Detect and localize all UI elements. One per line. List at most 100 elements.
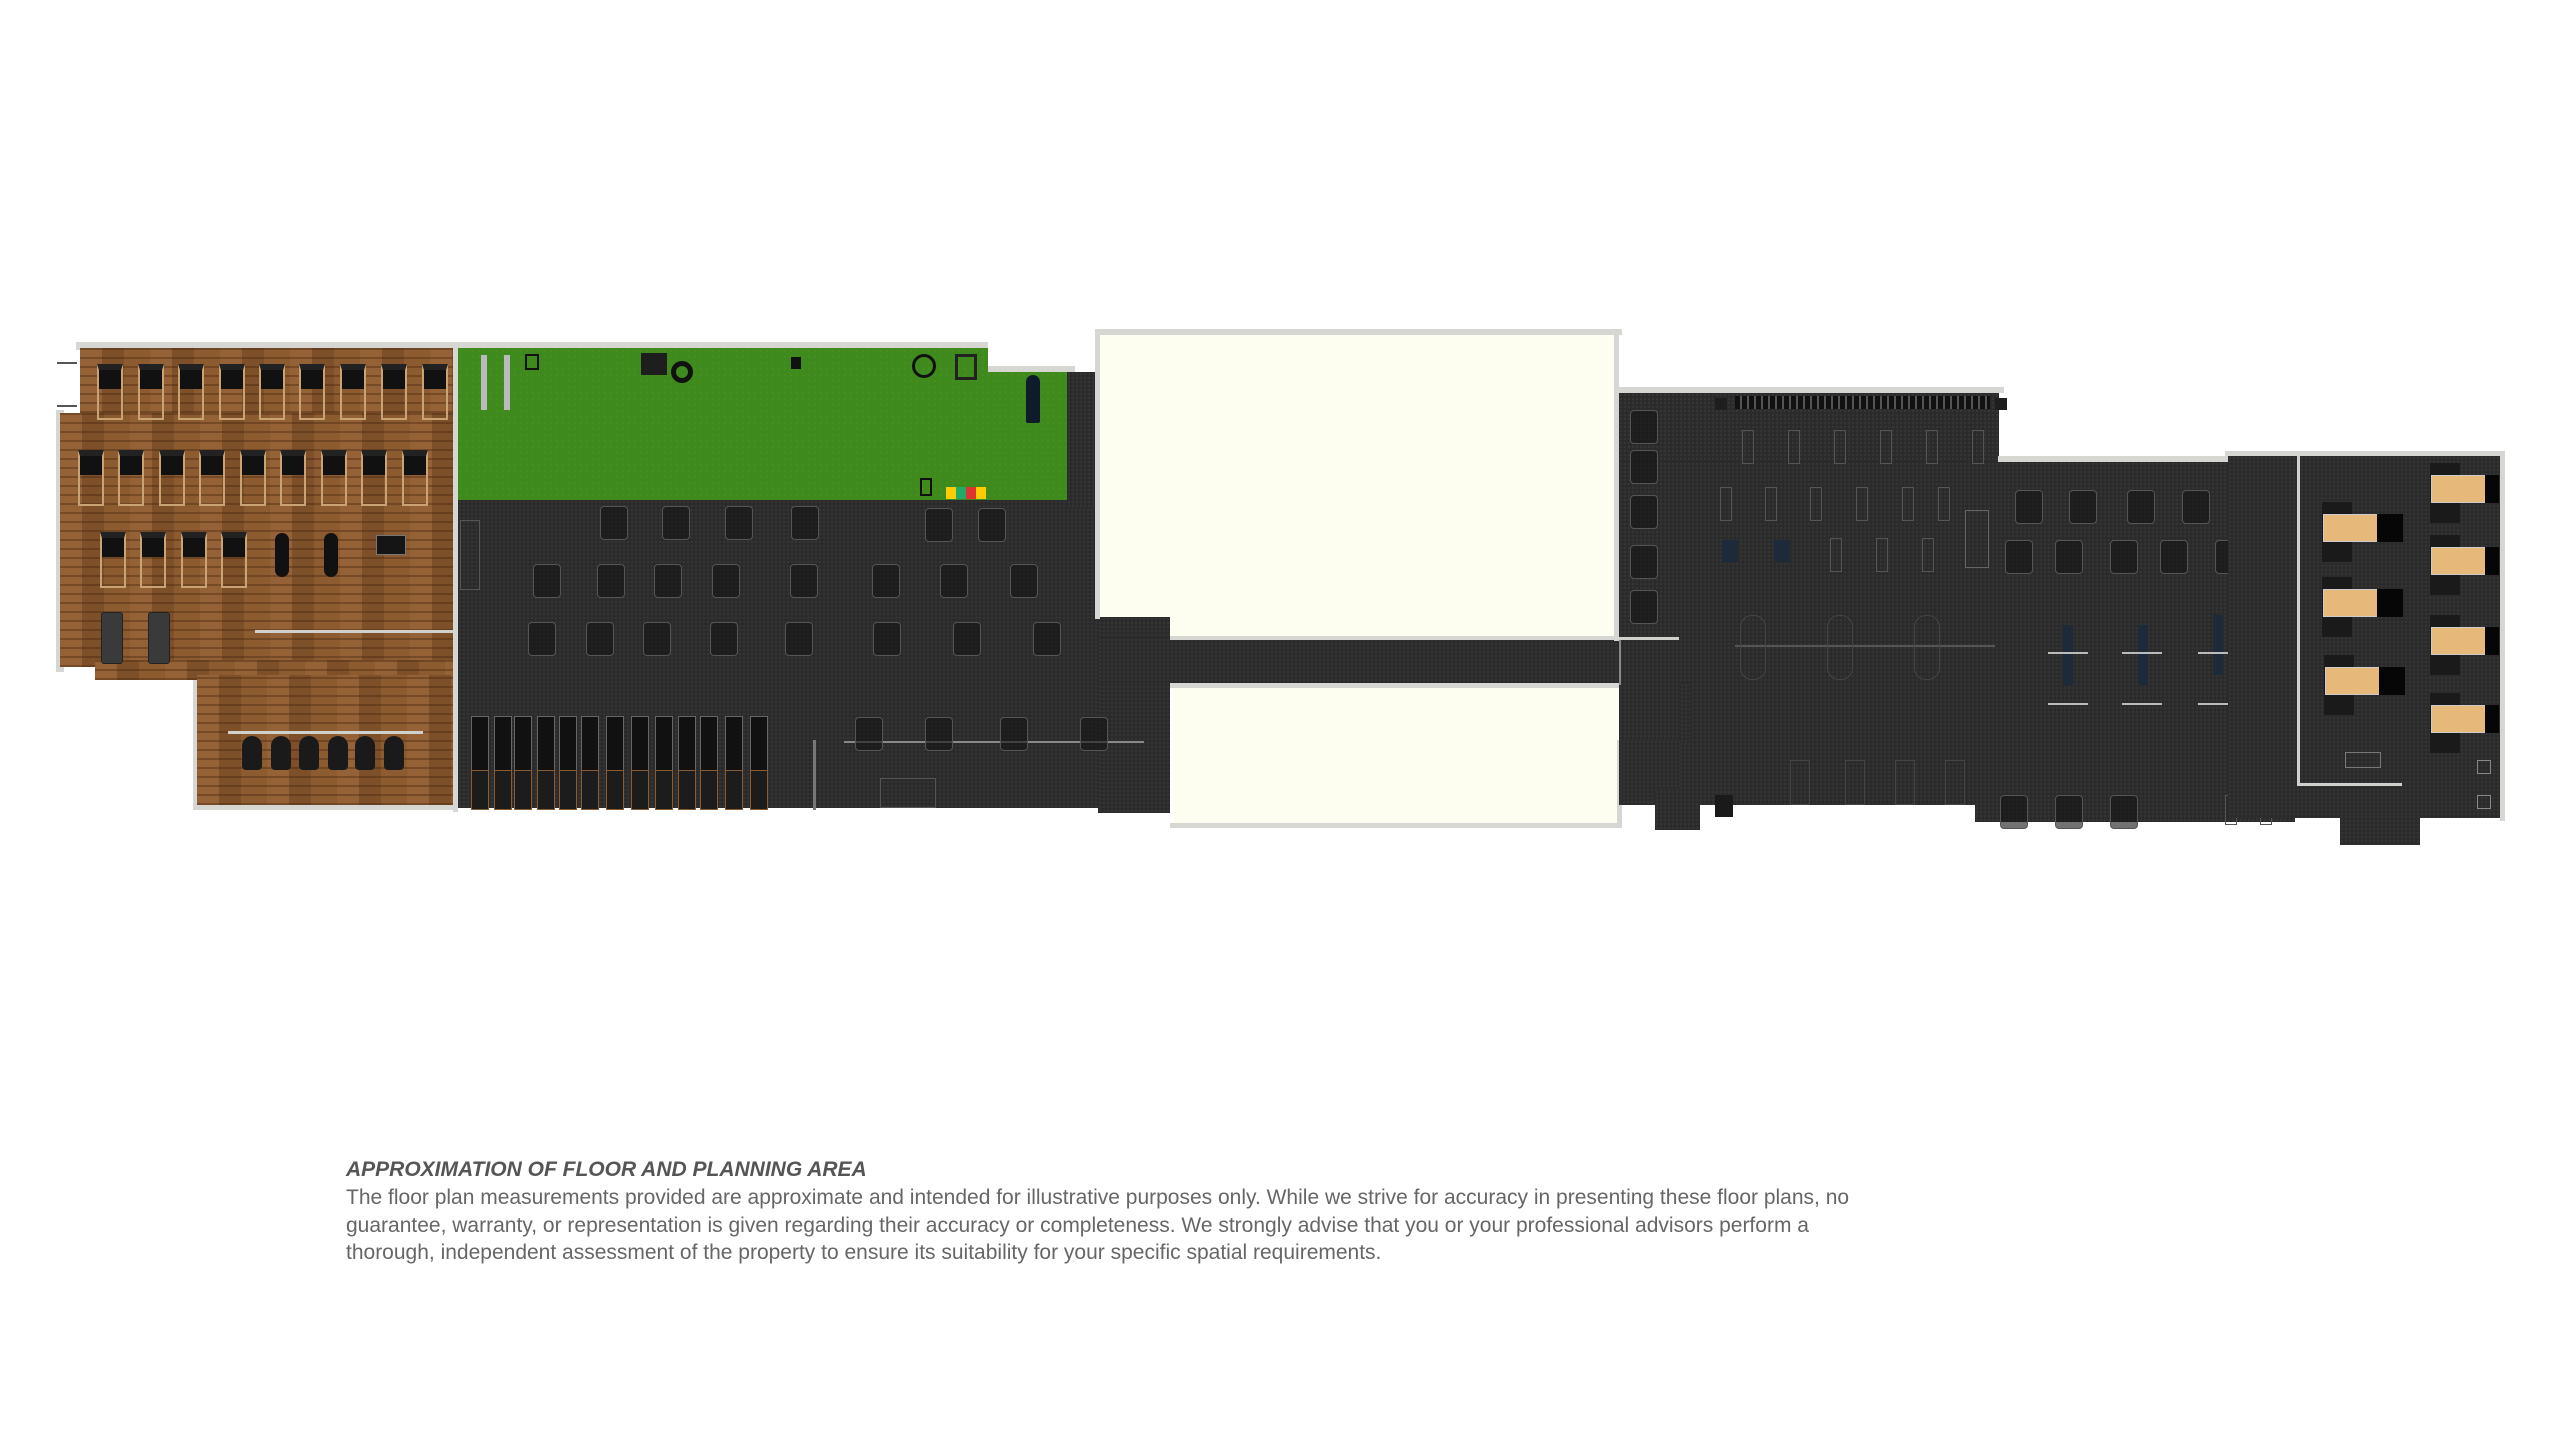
machine [785, 622, 813, 656]
treadmill [199, 450, 225, 506]
lifting-platform [2323, 589, 2379, 617]
treadmill [221, 532, 247, 588]
machine [725, 506, 753, 540]
treadmill [159, 450, 185, 506]
wall [76, 342, 458, 350]
strength-floor-west [1067, 372, 1098, 507]
barbell [2198, 703, 2238, 705]
machine [1630, 495, 1658, 529]
platform-zone [2340, 815, 2420, 845]
flat-bench [1938, 487, 1950, 521]
platform-rack [2485, 705, 2499, 733]
stair-climber-base [655, 770, 673, 810]
cable-tower [504, 355, 510, 410]
plate-loaded-machine [2055, 540, 2083, 574]
lifting-platform [2431, 547, 2487, 575]
plate-loaded-machine [2160, 540, 2188, 574]
barbell [2122, 652, 2162, 654]
adjustable-bench [2138, 625, 2148, 685]
flat-bench [1972, 430, 1984, 464]
bench [2345, 752, 2381, 768]
wall [985, 366, 1075, 373]
treadmill [240, 450, 266, 506]
platform-rack [2379, 667, 2405, 695]
machine [872, 564, 900, 598]
treadmill [219, 364, 245, 420]
rig [955, 354, 977, 380]
flat-bench [1922, 538, 1934, 572]
treadmill [181, 532, 207, 588]
cable-station [460, 520, 480, 590]
flat-bench [1856, 487, 1868, 521]
stair-climber-base [514, 770, 532, 810]
machine [1630, 590, 1658, 624]
barbell [2198, 652, 2238, 654]
squat-rack [1827, 615, 1853, 680]
sled [525, 354, 539, 370]
stair-climber-base [537, 770, 555, 810]
caption-title: APPROXIMATION OF FLOOR AND PLANNING AREA [346, 1158, 867, 1181]
platform-rack [2485, 547, 2499, 575]
platform-rack [2377, 589, 2403, 617]
mirror-line [228, 731, 423, 734]
caption-line: thorough, independent assessment of the … [346, 1241, 1382, 1264]
mirror-line [844, 741, 1144, 743]
treadmill [78, 450, 104, 506]
dumbbell-rack [1735, 396, 1990, 409]
plate-loaded-machine [2182, 490, 2210, 524]
pod-bike [328, 736, 348, 770]
barbell [2048, 703, 2088, 705]
lifting-platform [2431, 475, 2487, 503]
machine [940, 564, 968, 598]
rower [376, 535, 406, 555]
bench-storage [1965, 510, 1989, 568]
flat-bench [1926, 430, 1938, 464]
wall [1095, 329, 1100, 619]
wall [1170, 636, 1619, 640]
unlet-area-south [1174, 688, 1680, 740]
pod-bike [299, 736, 319, 770]
leg-press [1945, 760, 1965, 805]
machine [654, 564, 682, 598]
rack [920, 478, 932, 496]
treadmill [97, 364, 123, 420]
disclaimer-caption: APPROXIMATION OF FLOOR AND PLANNING AREA… [346, 1158, 1966, 1267]
caption-line: The floor plan measurements provided are… [346, 1186, 1850, 1209]
bike [880, 778, 936, 808]
flat-bench [1902, 487, 1914, 521]
tyre [671, 361, 693, 383]
plate-loaded-machine [2069, 490, 2097, 524]
machine [712, 564, 740, 598]
treadmill [178, 364, 204, 420]
stair-climber-base [559, 770, 577, 810]
treadmill [140, 532, 166, 588]
flat-bench [1834, 430, 1846, 464]
plate-loaded-machine [2127, 490, 2155, 524]
squat-rack [1740, 615, 1766, 680]
adjustable-bench [2213, 615, 2223, 675]
flat-bench [1742, 430, 1754, 464]
machine [1033, 622, 1061, 656]
flat-bench [1810, 487, 1822, 521]
flat-bench [1788, 430, 1800, 464]
lifting-platform [2431, 705, 2487, 733]
pod-bike [242, 736, 262, 770]
treadmill [100, 532, 126, 588]
treadmill [340, 364, 366, 420]
machine [600, 506, 628, 540]
flat-bench [1765, 487, 1777, 521]
adjustable-bench [2063, 625, 2073, 685]
stair-climber-base [581, 770, 599, 810]
pod-bike [384, 736, 404, 770]
wall [1170, 823, 1620, 828]
punch-bag [1026, 375, 1040, 423]
machine [790, 564, 818, 598]
flat-bench [1720, 487, 1732, 521]
landmine [2477, 795, 2491, 809]
lifting-platform [2325, 667, 2381, 695]
machine [662, 506, 690, 540]
machine [1630, 410, 1658, 444]
bench [1715, 795, 1733, 817]
lifting-platform [2431, 627, 2487, 655]
partition [1619, 640, 1621, 685]
